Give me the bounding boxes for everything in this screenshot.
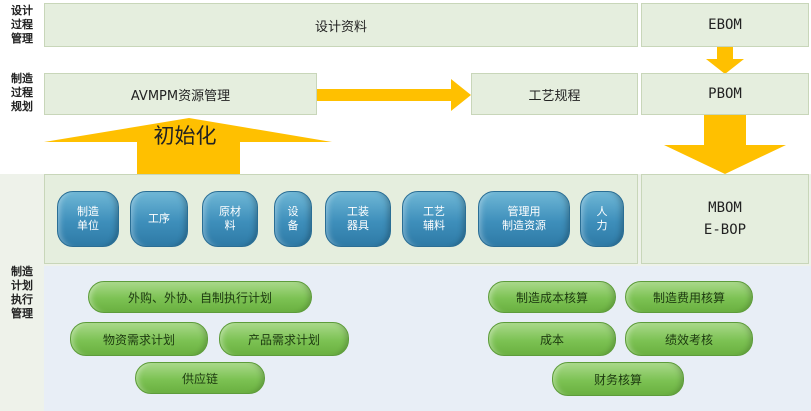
side-label-mfg-plan: 制造 过程 规划	[11, 72, 33, 113]
avmpm-box: AVMPM资源管理	[44, 73, 317, 115]
init-label: 初始化	[153, 124, 217, 148]
avmpm-to-process-arrow	[317, 79, 471, 111]
resource-manpower: 人 力	[580, 191, 624, 247]
pbom-box: PBOM	[641, 73, 809, 115]
pbom-to-mbom-arrow	[664, 115, 786, 174]
mbom-ebop-label: MBOM E-BOP	[703, 200, 747, 238]
resource-auxiliary-material: 工艺 辅料	[402, 191, 466, 247]
pill-product-demand: 产品需求计划	[219, 322, 349, 356]
resource-mfg-unit: 制造 单位	[57, 191, 119, 247]
process-spec-box: 工艺规程	[471, 73, 638, 115]
design-data-box: 设计资料	[44, 3, 638, 47]
pill-execution-plan: 外购、外协、自制执行计划	[88, 281, 312, 313]
ebom-to-pbom-arrow	[706, 47, 744, 74]
pill-material-demand: 物资需求计划	[70, 322, 208, 356]
side-label-execution: 制造 计划 执行 管理	[11, 264, 33, 320]
pill-mfg-cost-accounting: 制造成本核算	[488, 281, 616, 313]
pill-performance: 绩效考核	[625, 322, 753, 356]
resource-tooling: 工装 器具	[325, 191, 391, 247]
resource-raw-material: 原材 料	[202, 191, 258, 247]
pill-mfg-expense-accounting: 制造费用核算	[625, 281, 753, 313]
resource-management-resources: 管理用 制造资源	[478, 191, 570, 247]
init-arrow	[44, 118, 332, 176]
mbom-panel	[641, 174, 809, 264]
pill-supply-chain: 供应链	[135, 362, 265, 394]
side-label-design: 设计 过程 管理	[11, 4, 33, 45]
pill-cost: 成本	[488, 322, 616, 356]
resource-process-step: 工序	[130, 191, 188, 247]
pill-financial-accounting: 财务核算	[552, 362, 684, 396]
resource-equipment: 设 备	[274, 191, 312, 247]
ebom-box: EBOM	[641, 3, 809, 47]
